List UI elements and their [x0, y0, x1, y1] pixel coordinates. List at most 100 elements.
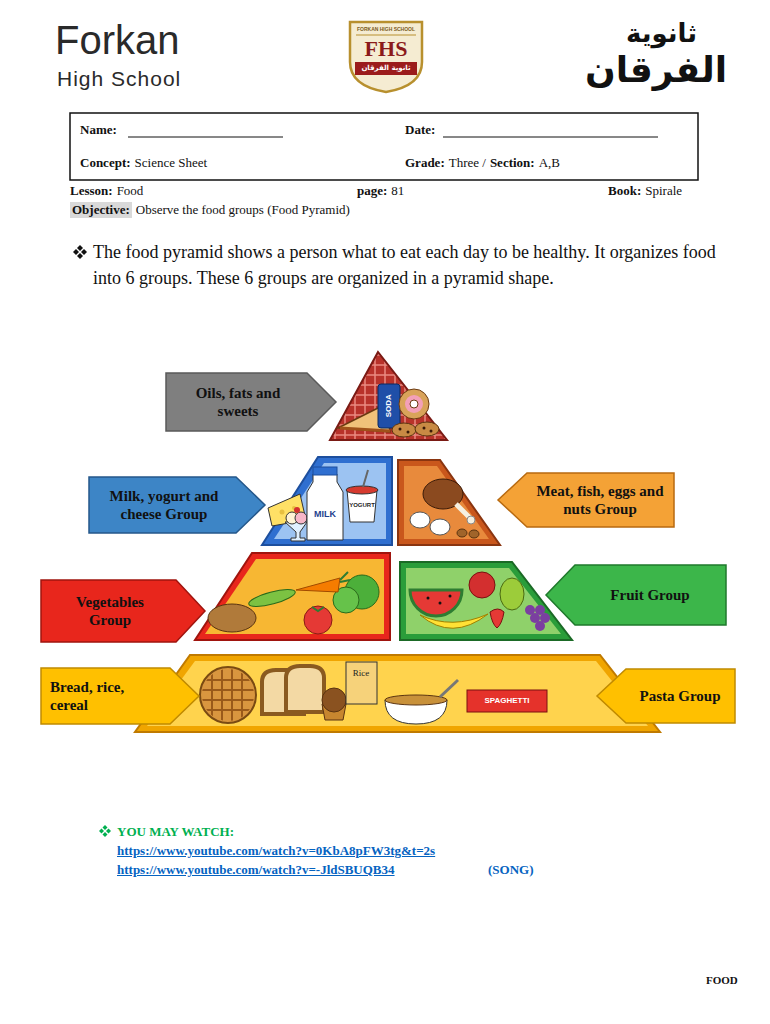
pyramid-sections: [406, 568, 561, 634]
field-label: page:: [357, 183, 387, 199]
bullet-symbol: [73, 245, 87, 259]
package-text: Rice: [353, 668, 370, 679]
arrow-shape: [88, 476, 266, 534]
meat-illustration: [430, 519, 450, 535]
milk-illustration: [294, 507, 300, 513]
fruit-illustration: [500, 578, 524, 610]
group-label: Milk, yogurt and cheese Group: [99, 487, 229, 523]
field-value: A,B: [539, 155, 560, 171]
food-group-arrow: Fruit Group: [545, 564, 727, 626]
group-label: Fruit Group: [610, 586, 689, 604]
food-group-arrow: Bread, rice, cereal: [40, 667, 200, 725]
field-value: Food: [117, 183, 144, 199]
pyramid-sections: [400, 562, 572, 640]
vegetable-illustration: [208, 604, 256, 632]
milk-illustration: [363, 470, 368, 487]
pyramid-sections: [404, 466, 489, 539]
sweets-illustration: [338, 384, 439, 437]
meat-illustration: [469, 530, 479, 538]
pyramid-sections: [398, 460, 500, 545]
field-value: Three /: [449, 155, 486, 171]
meat-illustration: [410, 512, 430, 528]
info-box: [443, 137, 658, 138]
info-box: [70, 113, 698, 180]
fruit-illustration: [439, 602, 442, 605]
sweets-illustration: [415, 422, 439, 436]
sweets-illustration: [423, 427, 426, 430]
group-label: Meat, fish, eggs and nuts Group: [534, 482, 666, 518]
logo-initials: FHS: [365, 36, 408, 62]
food-group-arrow: Milk, yogurt and cheese Group: [88, 476, 266, 534]
meat-illustration: [410, 479, 479, 538]
school-subtitle: High School: [57, 66, 181, 91]
field-label: Name:: [80, 122, 117, 138]
milk-illustration: [346, 486, 378, 494]
arrow-outline: [597, 669, 735, 723]
sweets-illustration: [399, 389, 429, 419]
vegetable-illustration: [208, 572, 379, 634]
grain-illustration: [286, 666, 324, 712]
info-box: [128, 137, 283, 138]
field-label: Objective:: [70, 202, 132, 218]
info-box: [70, 113, 698, 180]
pyramid-sections: [262, 457, 392, 545]
video-link: https://www.youtube.com/watch?v=-JldSBUQ…: [117, 862, 395, 878]
logo-text: FORKAN HIGH SCHOOL: [357, 26, 415, 32]
meat-illustration: [456, 504, 470, 518]
bullet-symbol: [77, 245, 83, 251]
field-label: Date:: [405, 122, 435, 138]
bullet-symbol: [103, 825, 108, 830]
vegetable-illustration: [312, 607, 324, 611]
bullet-symbol: [103, 832, 108, 837]
bullet-symbol: [81, 249, 87, 255]
field-label: Lesson:: [70, 183, 113, 199]
milk-illustration: [268, 494, 306, 526]
arrow-outline: [498, 473, 674, 527]
video-link: https://www.youtube.com/watch?v=0KbA8pFW…: [117, 843, 435, 859]
pyramid-sections: [147, 661, 648, 726]
arrow-shape: [40, 667, 200, 725]
objective-text: Observe the food groups (Food Pyramid): [136, 202, 350, 218]
school-name: Forkan: [55, 16, 180, 64]
group-label: Oils, fats and sweets: [179, 384, 297, 420]
fruit-illustration: [420, 614, 488, 628]
grain-illustration: [200, 667, 256, 723]
vegetable-illustration: [247, 586, 296, 610]
pyramid-sections: [135, 352, 660, 732]
grain-illustration: [200, 667, 256, 723]
pyramid-sections: [205, 559, 384, 634]
arrow-outline: [546, 565, 726, 625]
bullet-symbol: [77, 253, 83, 259]
food-group-arrow: Oils, fats and sweets: [165, 372, 337, 432]
meat-illustration: [457, 529, 467, 537]
package-text: MILK: [314, 509, 336, 520]
field-label: Concept:: [80, 155, 131, 171]
arrow-shape: [497, 472, 675, 528]
fruit-illustration: [535, 621, 545, 631]
pyramid-sections: [330, 352, 447, 440]
grain-illustration: [200, 662, 547, 724]
grain-illustration: [385, 695, 447, 705]
field-label: Book:: [608, 183, 641, 199]
arrow-outline: [41, 580, 205, 642]
grain-illustration: [440, 680, 458, 697]
school-logo: [350, 22, 422, 92]
arrow-shape: [165, 372, 337, 432]
school-logo: [355, 62, 417, 75]
food-group-arrow: Pasta Group: [596, 668, 736, 724]
vegetable-illustration: [304, 606, 332, 634]
school-name-arabic: الفرقان: [585, 48, 727, 91]
milk-illustration: [280, 510, 285, 515]
milk-illustration: [347, 490, 377, 522]
watch-heading: YOU MAY WATCH:: [117, 824, 234, 840]
arrow-shape: [40, 579, 206, 643]
field-label: Grade:: [405, 155, 445, 171]
pyramid-sections: [195, 553, 390, 640]
field-label: Section:: [490, 155, 535, 171]
logo-text: ثانوية الفرقان: [361, 64, 410, 72]
fruit-illustration: [410, 572, 550, 631]
food-group-arrow: Meat, fish, eggs and nuts Group: [497, 472, 675, 528]
arrow-outline: [89, 477, 265, 533]
link-note: (SONG): [488, 862, 534, 878]
package-text: YOGURT: [349, 502, 375, 509]
